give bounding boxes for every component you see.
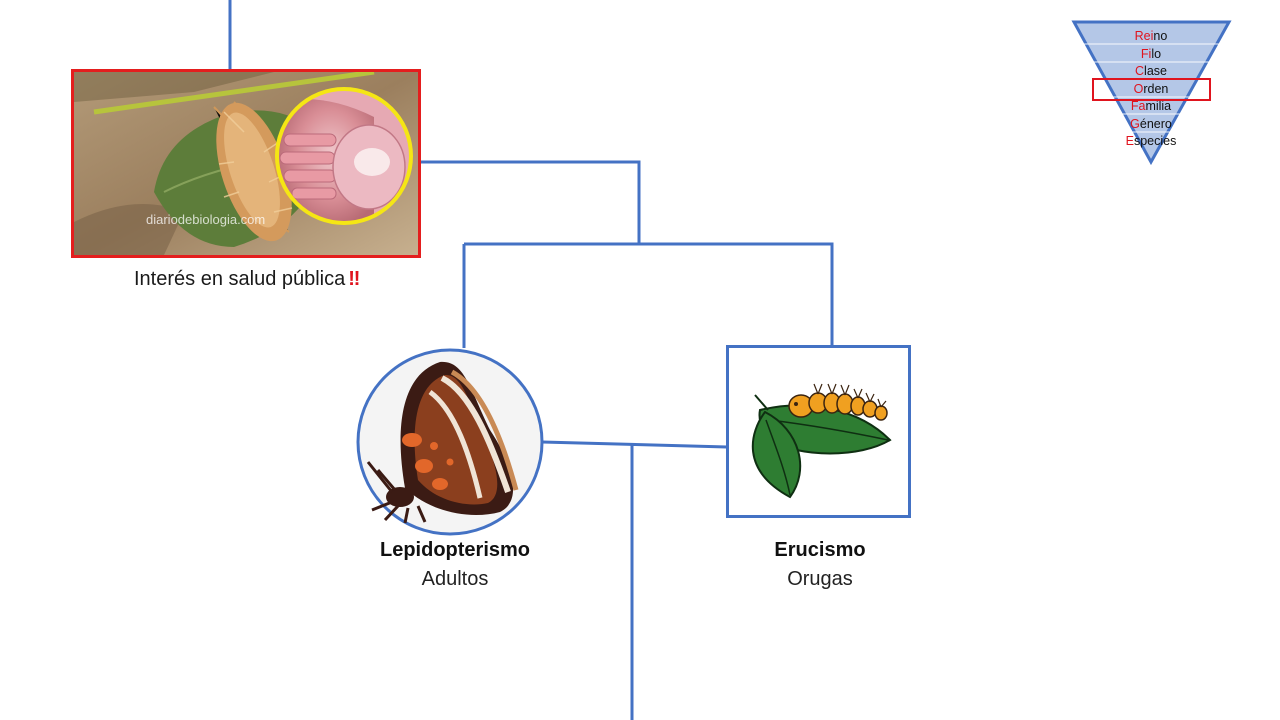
photo-watermark: diariodebiologia.com: [146, 212, 265, 227]
photo-caption: Interés en salud pública‼: [134, 268, 360, 291]
rank-filo: Filo: [1140, 46, 1162, 61]
rank-clase: Clase: [1135, 64, 1167, 78]
rank-orden: Orden: [1133, 81, 1169, 96]
caterpillar-photo: diariodebiologia.com: [71, 69, 421, 258]
caption-emphasis: ‼: [348, 268, 361, 290]
highlighted-rank-box: [1092, 78, 1211, 101]
zoom-ring: [275, 87, 413, 225]
group-subtitle: Orugas: [787, 568, 853, 590]
rank-genero: Género: [1130, 116, 1172, 131]
rank-reino: Reino: [1134, 29, 1168, 43]
group-subtitle: Adultos: [421, 568, 489, 590]
lepidopterismo-label: Lepidopterismo Adultos: [355, 536, 555, 594]
rank-familia: Familia: [1130, 99, 1172, 113]
bottom-branch: [541, 440, 728, 720]
caption-text: Interés en salud pública: [134, 268, 346, 290]
taxonomy-ranks: Reino Filo Clase Orden Familia Género Es…: [1101, 28, 1201, 151]
rank-especies: Especies: [1125, 134, 1177, 148]
group-title: Lepidopterismo: [379, 539, 530, 561]
split-branch: [462, 242, 834, 348]
erucismo-label: Erucismo Orugas: [720, 536, 920, 594]
group-title: Erucismo: [774, 539, 866, 561]
photo-branch: [418, 160, 641, 244]
